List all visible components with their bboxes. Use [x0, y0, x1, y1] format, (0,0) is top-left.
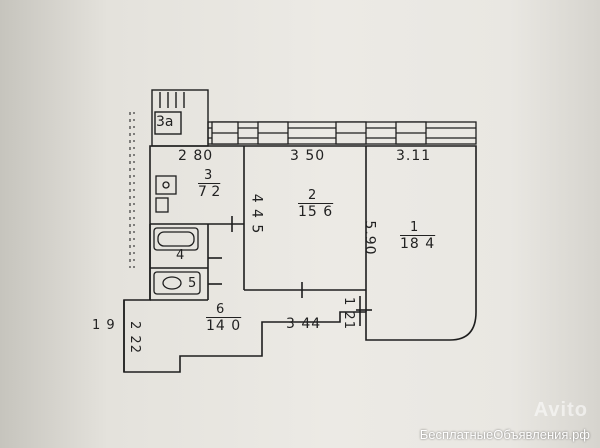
room1-number: 1 [410, 220, 419, 235]
room2-area: 15 6 [298, 204, 334, 220]
room5-number: 5 [188, 276, 197, 291]
walls [123, 145, 477, 373]
dim-corridor-bottom: 3 44 [286, 316, 322, 332]
dim-top-middle: 3 50 [290, 148, 326, 164]
dim-top-right: 3.11 [396, 148, 432, 164]
dim-entry-left: 1 9 [92, 318, 116, 333]
room3-area: 7 2 [198, 184, 221, 200]
room6-area: 14 0 [206, 318, 242, 334]
dim-corridor-small: 1 21 [340, 297, 356, 330]
dim-entry-side: 2 22 [126, 321, 142, 354]
window-band [207, 121, 477, 145]
toilet [153, 271, 201, 295]
kitchen-sink [155, 197, 169, 213]
dim-room1-side: 5.90 [361, 220, 378, 256]
dim-room2-side: 4 4 5 [248, 193, 265, 235]
dim-top-left: 2 80 [178, 148, 214, 164]
kitchen-stove [155, 175, 177, 195]
room2-number: 2 [308, 188, 317, 203]
room3-number: 3 [204, 168, 213, 183]
room1-area: 18 4 [400, 236, 436, 252]
room6-number: 6 [216, 302, 225, 317]
room4-number: 4 [176, 248, 185, 263]
avito-logo: Avito [533, 399, 588, 421]
bathtub [153, 227, 199, 251]
stair-label: 3а [156, 114, 174, 130]
left-hatch [129, 112, 135, 268]
watermark-text: БесплатныеОбъявления.рф [419, 427, 590, 442]
